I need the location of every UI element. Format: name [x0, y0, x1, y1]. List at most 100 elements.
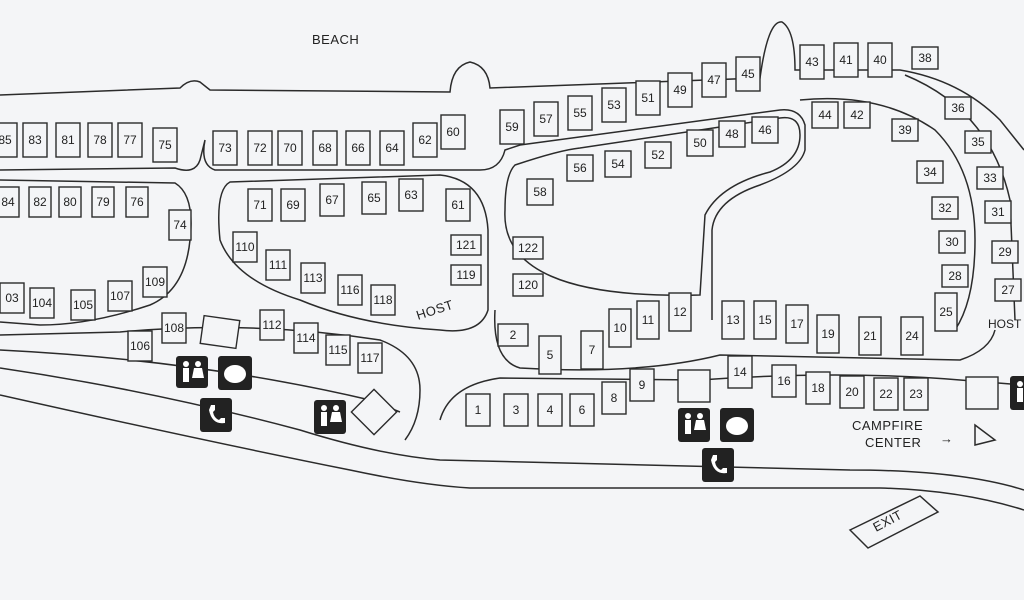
campsite-15[interactable]: 15	[753, 300, 777, 340]
campsite-120[interactable]: 120	[512, 273, 544, 297]
campsite-46[interactable]: 46	[751, 116, 779, 144]
campsite-29[interactable]: 29	[991, 240, 1019, 264]
campsite-33[interactable]: 33	[976, 166, 1004, 190]
campsite-84[interactable]: 84	[0, 186, 20, 218]
shower-icon[interactable]	[218, 356, 252, 390]
campsite-3[interactable]: 3	[503, 393, 529, 427]
campsite-34[interactable]: 34	[916, 160, 944, 184]
campsite-18[interactable]: 18	[805, 371, 831, 405]
campsite-24[interactable]: 24	[900, 316, 924, 356]
campsite-122[interactable]: 122	[512, 236, 544, 260]
campsite-50[interactable]: 50	[686, 129, 714, 157]
campsite-4[interactable]: 4	[537, 393, 563, 427]
campsite-28[interactable]: 28	[941, 264, 969, 288]
campsite-8[interactable]: 8	[601, 381, 627, 415]
restroom-icon[interactable]	[314, 400, 346, 434]
campsite-9[interactable]: 9	[629, 368, 655, 402]
campsite-42[interactable]: 42	[843, 101, 871, 129]
campsite-59[interactable]: 59	[499, 109, 525, 145]
campsite-113[interactable]: 113	[300, 262, 326, 294]
campsite-10[interactable]: 10	[608, 308, 632, 348]
campsite-74[interactable]: 74	[168, 209, 192, 241]
campsite-61[interactable]: 61	[445, 188, 471, 222]
campsite-43[interactable]: 43	[799, 44, 825, 80]
campsite-114[interactable]: 114	[293, 322, 319, 354]
campsite-30[interactable]: 30	[938, 230, 966, 254]
campsite-54[interactable]: 54	[604, 150, 632, 178]
campsite-121[interactable]: 121	[450, 234, 482, 256]
campsite-72[interactable]: 72	[247, 130, 273, 166]
campsite-107[interactable]: 107	[107, 280, 133, 312]
campsite-52[interactable]: 52	[644, 141, 672, 169]
phone-icon[interactable]	[702, 448, 734, 482]
building-west[interactable]	[199, 314, 241, 350]
campsite-23[interactable]: 23	[903, 377, 929, 411]
campsite-73[interactable]: 73	[212, 130, 238, 166]
campsite-82[interactable]: 82	[28, 186, 52, 218]
campsite-16[interactable]: 16	[771, 364, 797, 398]
shower-icon[interactable]	[720, 408, 754, 442]
campsite-58[interactable]: 58	[526, 178, 554, 206]
campsite-80[interactable]: 80	[58, 186, 82, 218]
campsite-38[interactable]: 38	[911, 46, 939, 70]
building-diamond[interactable]	[350, 388, 398, 436]
phone-icon[interactable]	[200, 398, 232, 432]
campsite-60[interactable]: 60	[440, 114, 466, 150]
campsite-85[interactable]: 85	[0, 122, 18, 158]
campsite-76[interactable]: 76	[125, 186, 149, 218]
campsite-6[interactable]: 6	[569, 393, 595, 427]
campsite-14[interactable]: 14	[727, 355, 753, 389]
building-mid[interactable]	[677, 369, 711, 403]
campsite-78[interactable]: 78	[87, 122, 113, 158]
campsite-55[interactable]: 55	[567, 95, 593, 131]
campsite-7[interactable]: 7	[580, 330, 604, 370]
campsite-63[interactable]: 63	[398, 178, 424, 212]
campsite-81[interactable]: 81	[55, 122, 81, 158]
campsite-56[interactable]: 56	[566, 154, 594, 182]
campsite-79[interactable]: 79	[91, 186, 115, 218]
campsite-35[interactable]: 35	[964, 130, 992, 154]
campsite-110[interactable]: 110	[232, 231, 258, 263]
campsite-25[interactable]: 25	[934, 292, 958, 332]
campsite-1[interactable]: 1	[465, 393, 491, 427]
campsite-108[interactable]: 108	[161, 312, 187, 344]
campsite-17[interactable]: 17	[785, 304, 809, 344]
campsite-106[interactable]: 106	[127, 330, 153, 362]
campsite-70[interactable]: 70	[277, 130, 303, 166]
campsite-112[interactable]: 112	[259, 309, 285, 341]
restroom-icon[interactable]	[678, 408, 710, 442]
campsite-21[interactable]: 21	[858, 316, 882, 356]
campsite-22[interactable]: 22	[873, 377, 899, 411]
campsite-69[interactable]: 69	[280, 188, 306, 222]
campsite-11[interactable]: 11	[636, 300, 660, 340]
campsite-119[interactable]: 119	[450, 264, 482, 286]
building-east[interactable]	[965, 376, 999, 410]
restroom-icon[interactable]	[176, 356, 208, 388]
campsite-41[interactable]: 41	[833, 42, 859, 78]
campsite-39[interactable]: 39	[891, 118, 919, 142]
campsite-32[interactable]: 32	[931, 196, 959, 220]
campsite-117[interactable]: 117	[357, 342, 383, 374]
campsite-45[interactable]: 45	[735, 56, 761, 92]
campsite-44[interactable]: 44	[811, 101, 839, 129]
campsite-5[interactable]: 5	[538, 335, 562, 375]
campsite-109[interactable]: 109	[142, 266, 168, 298]
campsite-13[interactable]: 13	[721, 300, 745, 340]
campsite-111[interactable]: 111	[265, 249, 291, 281]
campsite-105[interactable]: 105	[70, 289, 96, 321]
campsite-71[interactable]: 71	[247, 188, 273, 222]
campsite-51[interactable]: 51	[635, 80, 661, 116]
campsite-115[interactable]: 115	[325, 334, 351, 366]
campsite-75[interactable]: 75	[152, 127, 178, 163]
campsite-48[interactable]: 48	[718, 120, 746, 148]
campsite-49[interactable]: 49	[667, 72, 693, 108]
restroom-icon[interactable]	[1010, 376, 1024, 410]
campsite-67[interactable]: 67	[319, 183, 345, 217]
campsite-77[interactable]: 77	[117, 122, 143, 158]
campsite-20[interactable]: 20	[839, 375, 865, 409]
campsite-36[interactable]: 36	[944, 96, 972, 120]
campsite-27[interactable]: 27	[994, 278, 1022, 302]
campsite-47[interactable]: 47	[701, 62, 727, 98]
campsite-118[interactable]: 118	[370, 284, 396, 316]
campsite-83[interactable]: 83	[22, 122, 48, 158]
